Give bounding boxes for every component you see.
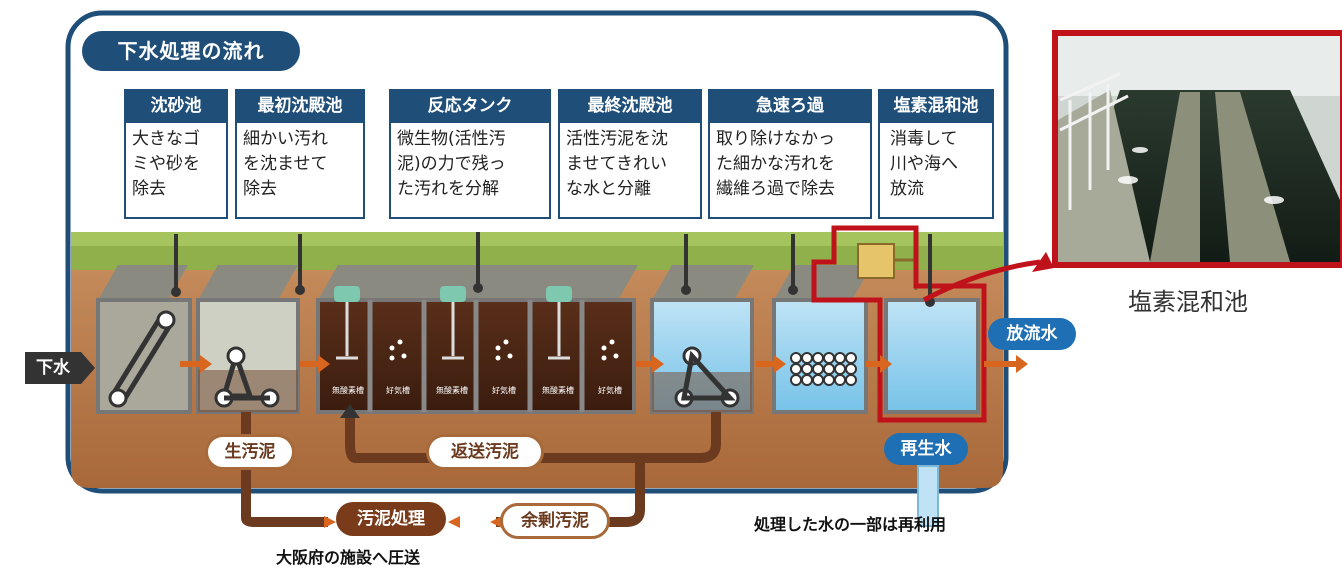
- excess-sludge-label: 余剰汚泥: [500, 503, 610, 539]
- chlorine-photo: [1052, 30, 1342, 268]
- stage-name: 最初沈殿池: [235, 89, 365, 123]
- return-sludge-label: 返送汚泥: [426, 434, 544, 470]
- tank-final: [650, 265, 754, 414]
- stage-description: 消毒して 川や海へ 放流: [878, 123, 994, 219]
- tank-label: 好気槽: [492, 386, 516, 395]
- stage-description: 取り除けなかっ た細かな汚れを 繊維ろ過で除去: [708, 123, 872, 219]
- input-sewage-label: 下水: [25, 352, 81, 384]
- stage-chlorine-mixing: 塩素混和池 消毒して 川や海へ 放流: [878, 89, 994, 219]
- stage-name: 沈砂池: [124, 89, 228, 123]
- reclaimed-water-label: 再生水: [884, 433, 968, 465]
- stage-final-sedimentation: 最終沈殿池 活性汚泥を沈 ませてきれい な水と分離: [558, 89, 702, 219]
- tank-grit: [96, 265, 192, 414]
- tank-label: 無酸素槽: [436, 386, 468, 395]
- photo-pointer-line: [922, 259, 1041, 303]
- return-arrowhead: [340, 404, 360, 418]
- tank-filter: [772, 265, 872, 414]
- raw-sludge-label: 生汚泥: [205, 434, 295, 470]
- stage-name: 急速ろ過: [708, 89, 872, 123]
- sludge-treatment-label: 汚泥処理: [336, 502, 446, 536]
- stage-primary-sedimentation: 最初沈殿池 細かい汚れ を沈ませて 除去: [235, 89, 365, 219]
- tank-label: 好気槽: [386, 386, 410, 395]
- stage-name: 塩素混和池: [878, 89, 994, 123]
- tank-reaction: [316, 265, 638, 414]
- tank-label: 好気槽: [598, 386, 622, 395]
- stage-description: 細かい汚れ を沈ませて 除去: [235, 123, 365, 219]
- reuse-pipe: [917, 465, 939, 527]
- sludge-note: 大阪府の施設へ圧送: [276, 548, 421, 567]
- diagram-title: 下水処理の流れ: [82, 31, 300, 71]
- tank-label: 無酸素槽: [332, 386, 364, 395]
- stage-description: 微生物(活性汚 泥)の力で残っ た汚れを分解: [389, 123, 551, 219]
- input-label: 下水: [25, 352, 95, 384]
- input-arrow: [81, 352, 95, 384]
- stage-name: 反応タンク: [389, 89, 551, 123]
- tank-label: 無酸素槽: [542, 386, 574, 395]
- highlight-outline: [811, 225, 987, 423]
- photo-caption: 塩素混和池: [1128, 288, 1248, 316]
- chlorine-feeder: [857, 243, 895, 279]
- stage-description: 活性汚泥を沈 ませてきれい な水と分離: [558, 123, 702, 219]
- stage-reaction-tank: 反応タンク 微生物(活性汚 泥)の力で残っ た汚れを分解: [389, 89, 551, 219]
- stage-grit-chamber: 沈砂池 大きなゴ ミや砂を 除去: [124, 89, 228, 219]
- reuse-note: 処理した水の一部は再利用: [754, 515, 947, 534]
- stage-rapid-filtration: 急速ろ過 取り除けなかっ た細かな汚れを 繊維ろ過で除去: [708, 89, 872, 219]
- photo-pointer-arrowhead: [1032, 252, 1054, 272]
- stage-name: 最終沈殿池: [558, 89, 702, 123]
- discharge-water-label: 放流水: [988, 318, 1076, 350]
- tank-primary: [196, 265, 300, 414]
- tank-chlorine: [811, 225, 987, 423]
- stage-description: 大きなゴ ミや砂を 除去: [124, 123, 228, 219]
